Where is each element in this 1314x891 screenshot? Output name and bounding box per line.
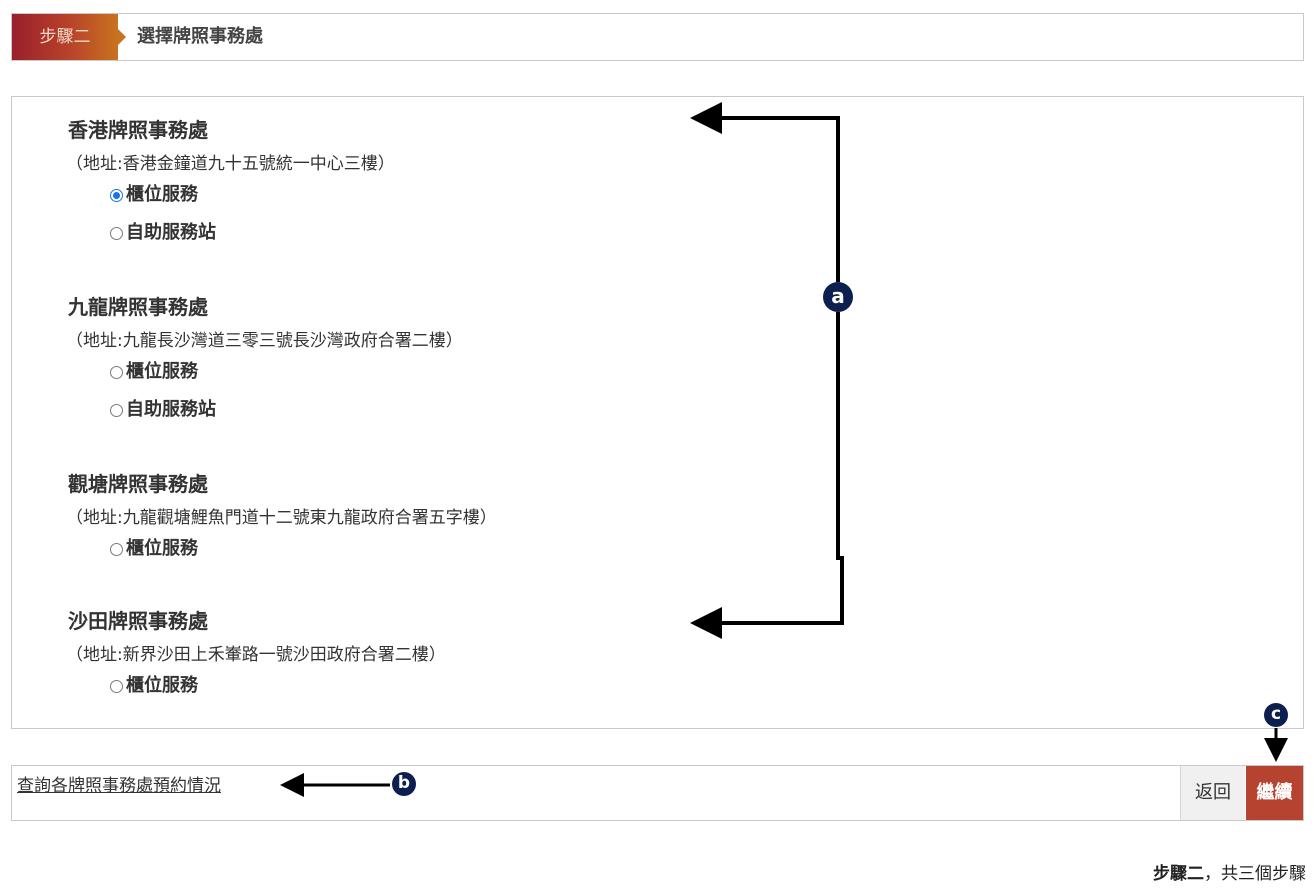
annotation-a-lower-arrow (690, 312, 844, 639)
office-kowloon: 九龍牌照事務處 （地址:九龍長沙灣道三零三號長沙灣政府合署二樓） 櫃位服務 自助… (66, 294, 463, 422)
radio-icon[interactable] (110, 542, 123, 556)
step-header: 步驟二 選擇牌照事務處 (11, 13, 1304, 61)
office-name: 香港牌照事務處 (68, 118, 208, 142)
annotation-c-badge: c (1264, 703, 1288, 727)
option-self-service-kiosk[interactable]: 自助服務站 (110, 221, 395, 245)
action-bar: 查詢各牌照事務處預約情況 返回 繼續 (11, 765, 1304, 821)
continue-button[interactable]: 繼續 (1246, 766, 1303, 820)
radio-icon[interactable] (110, 679, 123, 693)
option-counter-service[interactable]: 櫃位服務 (110, 183, 395, 207)
office-sha-tin: 沙田牌照事務處 （地址:新界沙田上禾輋路一號沙田政府合署二樓） 櫃位服務 (66, 608, 446, 698)
office-address: （地址:香港金鐘道九十五號統一中心三樓） (66, 154, 395, 174)
radio-icon[interactable] (110, 226, 123, 240)
office-address: （地址:九龍觀塘鯉魚門道十二號東九龍政府合署五字樓） (66, 508, 497, 528)
option-self-service-kiosk[interactable]: 自助服務站 (110, 398, 463, 422)
annotation-a-badge: a (823, 282, 853, 312)
option-counter-service[interactable]: 櫃位服務 (110, 537, 497, 561)
option-label: 櫃位服務 (126, 361, 198, 382)
appointment-status-link[interactable]: 查詢各牌照事務處預約情況 (17, 776, 221, 796)
step-badge: 步驟二 (12, 14, 126, 60)
radio-selected-icon[interactable] (110, 188, 123, 202)
step-count-current: 步驟二 (1153, 864, 1204, 884)
option-counter-service[interactable]: 櫃位服務 (110, 360, 463, 384)
office-name: 觀塘牌照事務處 (68, 472, 208, 496)
office-name: 九龍牌照事務處 (68, 295, 208, 319)
step-title: 選擇牌照事務處 (137, 26, 263, 47)
radio-icon[interactable] (110, 403, 123, 417)
radio-icon[interactable] (110, 365, 123, 379)
annotation-b-badge: b (392, 772, 416, 796)
office-address: （地址:新界沙田上禾輋路一號沙田政府合署二樓） (66, 645, 446, 665)
option-counter-service[interactable]: 櫃位服務 (110, 674, 446, 698)
office-hong-kong: 香港牌照事務處 （地址:香港金鐘道九十五號統一中心三樓） 櫃位服務 自助服務站 (66, 117, 395, 245)
annotation-a-upper-arrow (690, 102, 840, 282)
step-count-total: ，共三個步驟 (1204, 864, 1306, 884)
step-count: 步驟二，共三個步驟 (1153, 859, 1306, 884)
option-label: 櫃位服務 (126, 538, 198, 559)
option-label: 櫃位服務 (126, 184, 198, 205)
option-label: 自助服務站 (126, 222, 216, 243)
option-label: 櫃位服務 (126, 675, 198, 696)
office-kwun-tong: 觀塘牌照事務處 （地址:九龍觀塘鯉魚門道十二號東九龍政府合署五字樓） 櫃位服務 (66, 471, 497, 561)
office-address: （地址:九龍長沙灣道三零三號長沙灣政府合署二樓） (66, 331, 463, 351)
office-name: 沙田牌照事務處 (68, 609, 208, 633)
back-button[interactable]: 返回 (1180, 766, 1245, 820)
option-label: 自助服務站 (126, 399, 216, 420)
office-selection-panel: 香港牌照事務處 （地址:香港金鐘道九十五號統一中心三樓） 櫃位服務 自助服務站 … (11, 96, 1304, 729)
